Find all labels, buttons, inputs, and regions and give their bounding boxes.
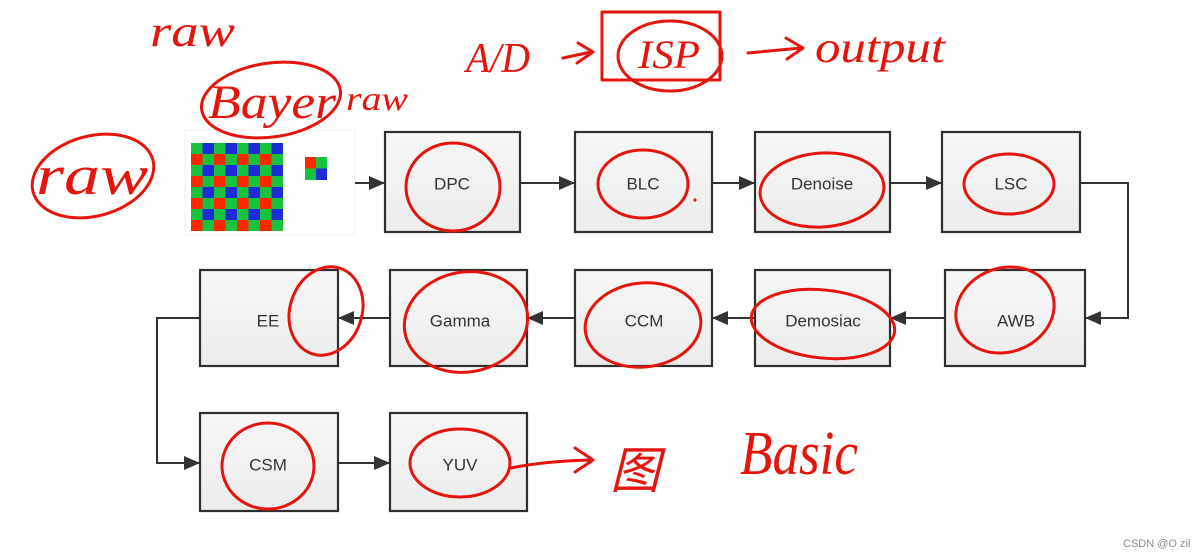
node-label: LSC (994, 174, 1027, 193)
annotation-gamma-circle (402, 270, 530, 374)
annotation-denoise-circle (758, 151, 886, 229)
annotation-basic: Basic (740, 420, 858, 488)
bayer-filter-grid (191, 143, 283, 231)
node-label: CCM (625, 311, 664, 330)
node-denoise: Denoise (753, 130, 892, 234)
annotation-demosiac-circle (749, 287, 897, 361)
annotation-awb-circle (954, 265, 1056, 355)
annotation-arrow-ad-to-isp (561, 41, 595, 65)
node-label: DPC (434, 174, 470, 193)
annotation-bayer-circle (199, 60, 343, 140)
node-ee: EE (198, 268, 340, 368)
annotation-bayer: Bayer (208, 76, 336, 129)
node-label: AWB (997, 311, 1035, 330)
annotation-raw-left-circle (30, 132, 156, 220)
annotation-raw-left: raw (36, 145, 148, 207)
annotation-ccm-circle (583, 281, 703, 369)
annotation-ad: A/D (463, 36, 530, 82)
arrow-ee-to-csm (156, 317, 200, 470)
bayer-unit-cell (305, 157, 327, 180)
watermark: CSDN @O zil (1123, 538, 1190, 550)
annotation-raw-right: raw (346, 81, 408, 118)
annotation-arrow-isp-to-output (746, 36, 805, 61)
node-label: EE (257, 311, 280, 330)
handwritten-annotations: raw A/D ISP output Bayer raw raw 图 Basic (30, 7, 1056, 511)
bayer-image (184, 129, 356, 236)
node-label: CSM (249, 455, 287, 474)
annotation-dpc-circle (404, 141, 502, 233)
flow-arrows (156, 176, 1129, 470)
arrow-lsc-to-awb (1080, 182, 1129, 325)
node-label: Demosiac (785, 311, 861, 330)
annotation-csm-circle (220, 421, 316, 511)
annotation-isp: ISP (637, 32, 700, 77)
annotation-arrow-yuv-to-tu (509, 446, 595, 474)
node-label: BLC (626, 174, 659, 193)
annotation-isp-circle (616, 19, 724, 93)
node-label: Denoise (791, 174, 853, 193)
annotation-blc-circle (596, 148, 690, 220)
annotation-raw-top: raw (150, 7, 236, 56)
annotation-output: output (815, 23, 947, 72)
annotation-ee-circle (287, 265, 365, 357)
annotation-tu: 图 (610, 443, 666, 499)
annotation-yuv-circle (408, 427, 512, 499)
annotation-pen-dot (693, 198, 697, 202)
node-label: Gamma (430, 311, 491, 330)
node-label: YUV (443, 455, 479, 474)
node-demosiac: Demosiac (753, 268, 892, 368)
node-gamma: Gamma (388, 268, 529, 368)
annotation-lsc-circle (962, 152, 1056, 216)
